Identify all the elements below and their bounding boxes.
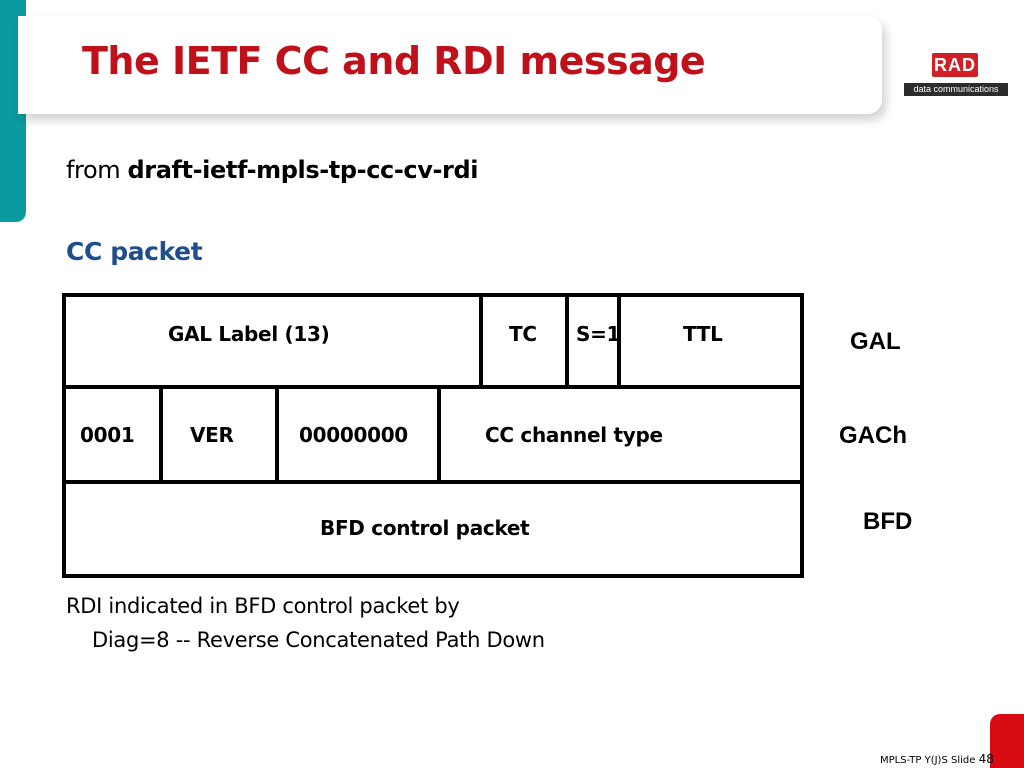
slide-subtitle: from draft-ietf-mpls-tp-cc-cv-rdi bbox=[66, 156, 478, 184]
field-tc: TC bbox=[509, 322, 537, 346]
company-logo: RAD data communications bbox=[904, 53, 1008, 98]
field-gal-label: GAL Label (13) bbox=[168, 322, 329, 346]
rdi-note-line-1: RDI indicated in BFD control packet by bbox=[66, 594, 460, 618]
field-ver: VER bbox=[190, 423, 234, 447]
subtitle-draft-name: draft-ietf-mpls-tp-cc-cv-rdi bbox=[127, 156, 479, 184]
packet-outline bbox=[62, 293, 804, 578]
subtitle-prefix: from bbox=[66, 156, 128, 184]
field-ttl: TTL bbox=[683, 322, 723, 346]
rdi-note-line-2: Diag=8 -- Reverse Concatenated Path Down bbox=[92, 628, 545, 652]
packet-diagram: GAL Label (13) TC S=1 TTL 0001 VER 00000… bbox=[62, 293, 804, 578]
row-label-bfd: BFD bbox=[863, 508, 913, 535]
corner-accent bbox=[990, 714, 1024, 768]
slide-title: The IETF CC and RDI message bbox=[82, 39, 706, 83]
section-heading: CC packet bbox=[66, 237, 203, 266]
slide-number: 48 bbox=[978, 752, 994, 766]
field-bfd-control-packet: BFD control packet bbox=[320, 516, 530, 540]
row-label-gach: GACh bbox=[839, 422, 907, 449]
logo-tagline: data communications bbox=[904, 83, 1008, 96]
logo-mark: RAD bbox=[932, 53, 978, 77]
field-s-bit: S=1 bbox=[576, 322, 620, 346]
field-nibble: 0001 bbox=[80, 423, 134, 447]
field-cc-channel-type: CC channel type bbox=[485, 423, 663, 447]
footer-text: MPLS-TP Y(J)S Slide bbox=[880, 755, 979, 766]
title-bar bbox=[18, 16, 882, 114]
slide-footer: MPLS-TP Y(J)S Slide 48 bbox=[880, 752, 994, 766]
field-reserved: 00000000 bbox=[299, 423, 408, 447]
row-label-gal: GAL bbox=[850, 328, 901, 355]
